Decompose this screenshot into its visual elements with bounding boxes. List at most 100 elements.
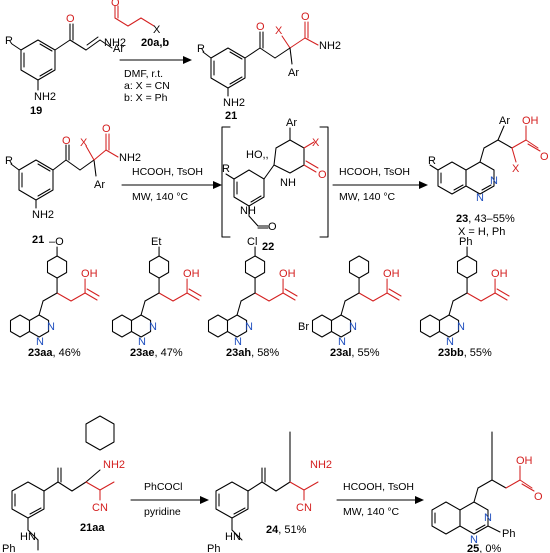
product-21-amide-o: O xyxy=(301,11,310,23)
bond-line xyxy=(56,292,72,302)
p23-yield: , 43–55% xyxy=(468,213,515,225)
c25-n1: N xyxy=(484,512,492,524)
bond-line xyxy=(388,288,402,297)
label-oxygen: O xyxy=(66,13,75,25)
label-nh2: NH2 xyxy=(34,91,56,103)
quinazoline-pyrimidine-ring xyxy=(438,314,460,338)
reagent-id: 20a,b xyxy=(141,37,169,49)
cond4-top: PhCOCl xyxy=(144,481,183,493)
quinazoline-n1: N xyxy=(149,321,157,333)
example-label: 23aa, 46% xyxy=(28,347,81,359)
carboxylic-acid-oh: OH xyxy=(491,268,508,280)
bracket-right xyxy=(319,126,329,238)
int22-r: R xyxy=(222,163,230,175)
row2-start-nh2: NH2 xyxy=(119,152,141,164)
quinazoline-n3: N xyxy=(446,336,454,348)
reagent-20-structure xyxy=(114,5,155,27)
r4-ph: Ph xyxy=(2,543,15,553)
quinazoline-n3: N xyxy=(138,336,146,348)
example-id: 23bb xyxy=(438,347,464,359)
row2-start-amine: NH2 xyxy=(32,209,54,221)
bond-line xyxy=(480,292,496,302)
quinazoline-pyrimidine-ring xyxy=(330,314,352,338)
quinazoline-pyrimidine-ring xyxy=(130,314,152,338)
intermediate-22-id: 22 xyxy=(262,241,274,253)
row2-start-ar: Ar xyxy=(94,179,105,191)
compound-23-structure xyxy=(429,125,541,195)
row2-start-r: R xyxy=(5,155,13,167)
int22-nh: NH xyxy=(240,205,256,217)
c24-cn: CN xyxy=(296,502,312,514)
product-21-ketone-o: O xyxy=(256,21,265,33)
r4-nh2: NH2 xyxy=(103,459,125,471)
c24-yield: , 51% xyxy=(278,524,306,536)
c24-ph: Ph xyxy=(207,543,220,553)
arrow-head-2 xyxy=(213,181,222,189)
example-id: 23ae xyxy=(130,347,154,359)
row2-start-o: O xyxy=(62,135,71,147)
p23-oh: OH xyxy=(522,115,539,127)
reagent-nh2: NH2 xyxy=(104,37,126,49)
bond-line xyxy=(496,288,510,297)
bond-line xyxy=(448,300,454,316)
aryl-ring xyxy=(148,255,170,279)
bond-line xyxy=(452,292,468,302)
condition-a: a: X = CN xyxy=(124,80,170,92)
bond-line xyxy=(372,292,388,302)
bracket-left xyxy=(221,126,231,238)
aryl-substituent: –O xyxy=(49,236,64,248)
example-label: 23ae, 47% xyxy=(130,347,183,359)
cond5-top: HCOOH, TsOH xyxy=(343,481,414,493)
quinazoline-n3: N xyxy=(36,336,44,348)
quinazoline-pyrimidine-ring xyxy=(226,314,248,338)
quinazoline-benzo-ring xyxy=(207,314,229,338)
p23-o: O xyxy=(540,151,549,163)
arrow-head-5 xyxy=(415,496,424,504)
c25-ph: Ph xyxy=(502,528,515,540)
example-label: 23ah, 58% xyxy=(226,347,279,359)
compound-19-id: 19 xyxy=(30,105,42,117)
c25-oh: OH xyxy=(516,455,533,467)
int22-nh-ring: NH xyxy=(280,177,296,189)
bond-line xyxy=(158,292,174,302)
quinazoline-n1: N xyxy=(47,321,55,333)
bond-line xyxy=(84,292,98,301)
aryl-substituent: Cl xyxy=(247,236,257,248)
cond2-top: HCOOH, TsOH xyxy=(132,166,203,178)
row2-start-id: 21 xyxy=(32,234,44,246)
cond2-bottom: MW, 140 °C xyxy=(132,191,189,203)
c24-hn: HN xyxy=(225,531,241,543)
cond5-bottom: MW, 140 °C xyxy=(343,506,400,518)
arrow-head-4 xyxy=(200,496,209,504)
int22-x: X xyxy=(312,137,320,149)
bond-line xyxy=(268,292,284,302)
example-yield: , 58% xyxy=(251,347,279,359)
p23-n1: N xyxy=(490,175,498,187)
bond-line xyxy=(186,292,200,301)
intermediate-22-structure xyxy=(225,127,319,229)
p23-id: 23 xyxy=(456,213,468,225)
carboxylic-acid-oh: OH xyxy=(81,268,98,280)
c24-id: 24 xyxy=(266,524,279,536)
carboxylic-acid-oh: OH xyxy=(383,268,400,280)
bond-line xyxy=(70,292,86,302)
quinazoline-pyrimidine-ring xyxy=(28,314,50,338)
compound-25-structure xyxy=(431,431,535,535)
quinazoline-n1: N xyxy=(245,321,253,333)
reagent-oxygen: O xyxy=(111,0,120,9)
row2-start-x: X xyxy=(80,137,88,149)
bond-line xyxy=(494,292,508,301)
example-yield: , 47% xyxy=(154,347,182,359)
aryl-ring xyxy=(46,255,68,279)
c24-nh2: NH2 xyxy=(310,459,332,471)
quinazoline-n1: N xyxy=(349,321,357,333)
int22-formyl-o: O xyxy=(268,221,277,233)
cond3-top: HCOOH, TsOH xyxy=(339,166,410,178)
quinazoline-n3: N xyxy=(234,336,242,348)
c25-o: O xyxy=(534,491,543,503)
quinazoline-n3: N xyxy=(338,336,346,348)
compound-21-row2-structure xyxy=(10,133,119,209)
condition-solvent: DMF, r.t. xyxy=(124,68,163,80)
